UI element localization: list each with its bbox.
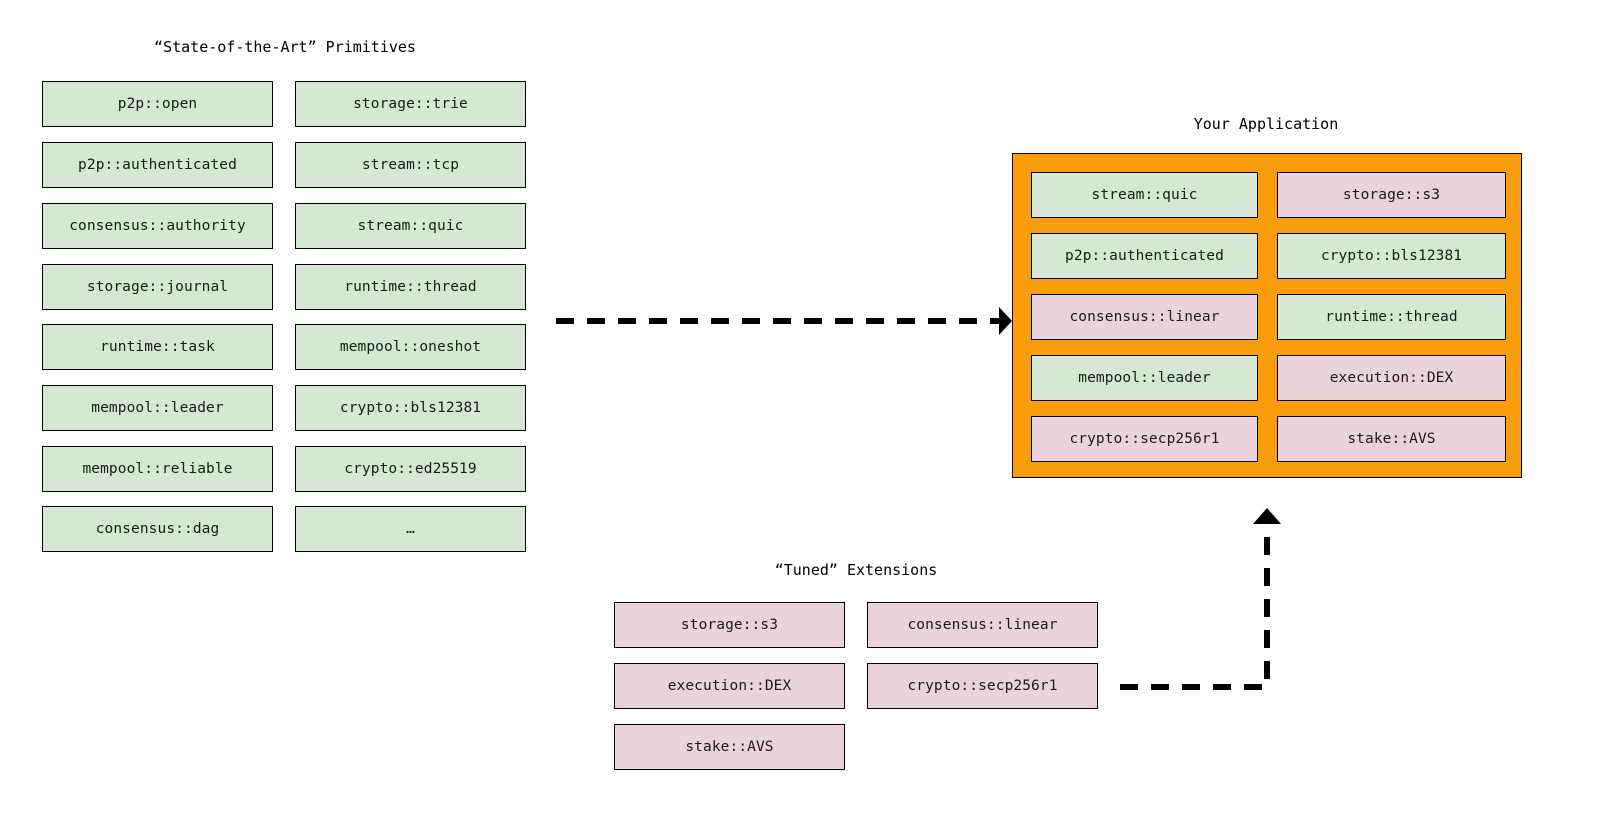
primitive-box[interactable]: runtime::thread (295, 264, 526, 310)
application-box[interactable]: stream::quic (1031, 172, 1258, 218)
primitive-box[interactable]: … (295, 506, 526, 552)
primitive-box[interactable]: mempool::leader (42, 385, 273, 431)
application-box[interactable]: crypto::secp256r1 (1031, 416, 1258, 462)
primitive-box[interactable]: mempool::reliable (42, 446, 273, 492)
application-box[interactable]: runtime::thread (1277, 294, 1506, 340)
primitive-box[interactable]: stream::tcp (295, 142, 526, 188)
application-box[interactable]: mempool::leader (1031, 355, 1258, 401)
primitive-box[interactable]: storage::trie (295, 81, 526, 127)
application-box[interactable]: consensus::linear (1031, 294, 1258, 340)
extension-box[interactable]: crypto::secp256r1 (867, 663, 1098, 709)
extensions-section-title: “Tuned” Extensions (774, 561, 938, 579)
primitive-box[interactable]: mempool::oneshot (295, 324, 526, 370)
primitive-box[interactable]: consensus::authority (42, 203, 273, 249)
extension-box[interactable]: execution::DEX (614, 663, 845, 709)
application-box[interactable]: crypto::bls12381 (1277, 233, 1506, 279)
primitive-box[interactable]: runtime::task (42, 324, 273, 370)
application-section-title: Your Application (1193, 115, 1339, 133)
application-box[interactable]: storage::s3 (1277, 172, 1506, 218)
application-box[interactable]: execution::DEX (1277, 355, 1506, 401)
application-box[interactable]: stake::AVS (1277, 416, 1506, 462)
primitive-box[interactable]: stream::quic (295, 203, 526, 249)
extension-box[interactable]: consensus::linear (867, 602, 1098, 648)
primitive-box[interactable]: storage::journal (42, 264, 273, 310)
extension-box[interactable]: stake::AVS (614, 724, 845, 770)
application-box[interactable]: p2p::authenticated (1031, 233, 1258, 279)
primitives-to-application-arrow (556, 307, 1012, 335)
primitives-section-title: “State-of-the-Art” Primitives (154, 38, 416, 56)
extensions-to-application-arrow (1120, 508, 1281, 690)
primitive-box[interactable]: consensus::dag (42, 506, 273, 552)
primitive-box[interactable]: crypto::ed25519 (295, 446, 526, 492)
primitive-box[interactable]: crypto::bls12381 (295, 385, 526, 431)
primitive-box[interactable]: p2p::open (42, 81, 273, 127)
primitive-box[interactable]: p2p::authenticated (42, 142, 273, 188)
extension-box[interactable]: storage::s3 (614, 602, 845, 648)
